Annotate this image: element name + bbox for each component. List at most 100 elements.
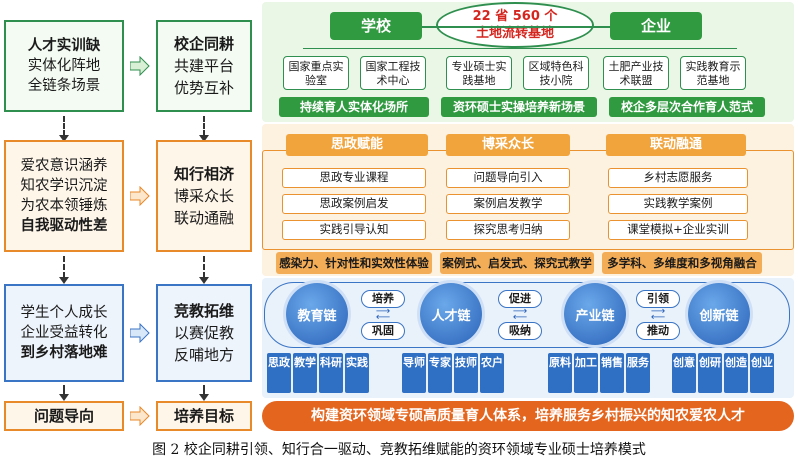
card-innov-startup: 创业 [750,353,774,393]
solution-arrow-2 [199,256,209,284]
link-promote: 促进 [498,290,542,308]
link-absorb: 吸纳 [498,322,542,340]
card-soil-fertilizer-alliance: 土肥产业技术联盟 [603,56,669,90]
goal-label-box: 培养目标 [156,401,252,431]
solution-3-line1: 竞教拓维 [173,302,234,320]
card-case-teaching: 案例启发教学 [446,194,570,214]
link-cultivate: 培养 [361,290,405,308]
card-talent-farmer: 农户 [480,353,504,393]
right-arrow-2 [130,186,150,206]
link-arrows-1: ⟶⟵ [375,306,391,323]
card-talent-mentor: 导师 [402,353,426,393]
goal-banner: 构建资环领域专硕高质量育人体系，培养服务乡村振兴的知农爱农人才 [262,401,794,431]
problem-2-line1: 爱农意识涵养 [20,158,108,174]
problem-1-line3: 全链条场景 [27,78,101,94]
card-national-engineering-center: 国家工程技术中心 [360,56,426,90]
solution-box-3: 竞教拓维 以赛促教 反哺地方 [156,284,252,382]
card-talent-technician: 技师 [454,353,478,393]
solution-box-2: 知行相济 博采众长 联动通融 [156,140,252,252]
problem-1-line1: 人才实训缺 [27,38,101,54]
card-ideology-course: 思政专业课程 [282,168,426,188]
card-practice-demo-base: 实践教育示范基地 [680,56,746,90]
problem-arrow-2 [59,256,69,284]
head-integration: 联动融通 [606,134,746,156]
solution-arrow-3 [199,385,209,401]
solution-1-line3: 优势互补 [173,79,234,97]
card-innov-create: 创造 [724,353,748,393]
link-arrows-3: ⟶⟵ [650,306,666,323]
enterprise-label: 企业 [610,12,702,40]
link-consolidate: 巩固 [361,322,405,340]
card-innov-research: 创研 [698,353,722,393]
school-label: 学校 [330,12,422,40]
solution-2-line3: 联动通融 [173,209,234,227]
problem-arrow-3 [59,385,69,401]
right-arrow-1 [130,56,150,76]
problem-2-line4: 自我驱动性差 [20,218,108,234]
problem-label: 问题导向 [33,407,94,425]
card-class-simulation: 课堂模拟+企业实训 [608,220,748,240]
card-ideology-case: 思政案例启发 [282,194,426,214]
card-inquiry: 探究思考归纳 [446,220,570,240]
card-teaching-case: 实践教学案例 [608,194,748,214]
card-problem-oriented: 问题导向引入 [446,168,570,188]
school-enterprise-line [422,26,610,28]
solution-3-line2: 以赛促教 [173,324,234,342]
card-industry-sales: 销售 [600,353,624,393]
card-industry-material: 原料 [548,353,572,393]
land-base-ellipse: 22 省 560 个 土地流转基地 [436,2,594,48]
problem-box-3: 学生个人成长 企业受益转化 到乡村落地难 [4,284,124,382]
solution-box-1: 校企同耕 共建平台 优势互补 [156,20,252,112]
head-ideology: 思政赋能 [286,134,428,156]
right-arrow-4 [130,406,150,426]
head-broad-learning: 博采众长 [446,134,570,156]
problem-3-line2: 企业受益转化 [20,325,108,341]
solution-1-line2: 共建平台 [173,57,234,75]
card-industry-service: 服务 [626,353,650,393]
card-innov-creative: 创意 [672,353,696,393]
chain-talent: 人才链 [420,283,482,345]
problem-label-box: 问题导向 [4,401,124,431]
card-edu-ideology: 思政 [267,353,291,393]
problem-box-2: 爱农意识涵养 知农学识沉淀 为农本领锤炼 自我驱动性差 [4,140,124,252]
bracket-line [303,48,737,49]
chain-industry: 产业链 [564,283,626,345]
land-base-count: 22 省 560 个 [472,9,558,24]
problem-arrow-1 [59,116,69,142]
card-village-volunteer: 乡村志愿服务 [608,168,748,188]
solution-3-line3: 反哺地方 [173,346,234,364]
problem-box-1: 人才实训缺 实体化阵地 全链条场景 [4,20,124,112]
link-lead: 引领 [636,290,680,308]
chain-innovation: 创新链 [688,283,750,345]
card-science-courtyard: 区域特色科技小院 [523,56,589,90]
solution-arrow-1 [199,116,209,142]
card-edu-practice: 实践 [345,353,369,393]
bar-teaching-methods: 案例式、启发式、探究式教学 [440,252,594,274]
problem-2-line2: 知农学识沉淀 [20,178,108,194]
problem-3-line1: 学生个人成长 [20,305,108,321]
figure-caption: 图 2 校企同耕引领、知行合一驱动、竞教拓维赋能的资环领域专业硕士培养模式 [152,442,646,458]
goal-label: 培养目标 [173,407,234,425]
link-arrows-2: ⟶⟵ [512,306,528,323]
bar-entity-venue: 持续育人实体化场所 [279,97,429,117]
solution-2-line1: 知行相济 [173,165,234,183]
card-edu-research: 科研 [319,353,343,393]
solution-2-line2: 博采众长 [173,187,234,205]
problem-3-line3: 到乡村落地难 [20,345,108,361]
problem-1-line2: 实体化阵地 [27,58,101,74]
bar-new-scenario: 资环硕士实操培养新场景 [441,97,597,117]
card-industry-processing: 加工 [574,353,598,393]
card-master-practice-base: 专业硕士实践基地 [446,56,512,90]
problem-2-line3: 为农本领锤炼 [20,198,108,214]
bar-cooperation-paradigm: 校企多层次合作育人范式 [609,97,765,117]
card-practice-guidance: 实践引导认知 [282,220,426,240]
card-talent-expert: 专家 [428,353,452,393]
card-national-key-lab: 国家重点实验室 [283,56,349,90]
land-base-label: 土地流转基地 [475,26,554,41]
chain-loop [264,282,790,348]
solution-1-line1: 校企同耕 [173,35,234,53]
bar-multidiscipline: 多学科、多维度和多视角融合 [602,252,762,274]
link-drive: 推动 [636,322,680,340]
right-arrow-3 [130,323,150,343]
bar-appeal: 感染力、针对性和实效性体验 [276,252,432,274]
